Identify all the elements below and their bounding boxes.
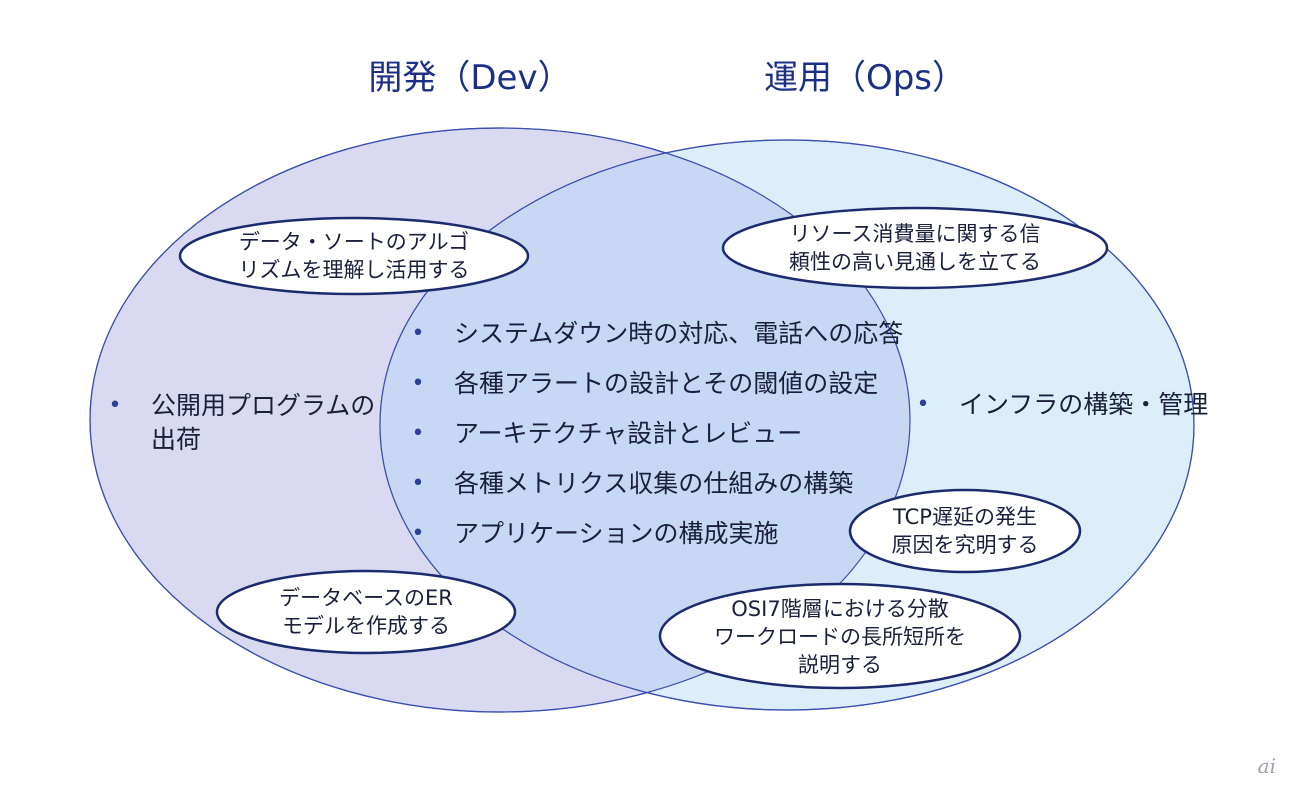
bullet-dot: •: [411, 421, 425, 446]
bullet-dot: •: [916, 392, 930, 417]
bullet-dot: •: [411, 521, 425, 546]
bullet-dot: •: [108, 393, 122, 418]
bullet-item: • 公開用プログラムの 出荷: [108, 391, 376, 454]
oval-dev-algorithm-text: データ・ソートのアルゴ リズムを理解し活用する: [238, 230, 470, 282]
oval-ops-tcp: [848, 488, 1082, 574]
oval-ops-osi-text: OSI7階層における分散 ワークロードの長所短所を 説明する: [714, 597, 966, 677]
oval-ops-resource: [721, 206, 1109, 290]
bullet-item: •システムダウン時の対応、電話への応答: [411, 319, 904, 348]
dev-title: 開発（Dev）: [368, 58, 572, 98]
bullet-item: •各種アラートの設計とその閾値の設定: [411, 369, 879, 398]
bullet-dot: •: [411, 321, 425, 346]
overlap-region: [380, 140, 910, 710]
oval-dev-er-model: [215, 569, 517, 655]
bullet-item: • インフラの構築・管理: [916, 390, 1209, 419]
oval-dev-algorithm: [178, 216, 530, 296]
bullet-item: •アーキテクチャ設計とレビュー: [411, 419, 803, 448]
bullet-item: •アプリケーションの構成実施: [411, 519, 779, 548]
oval-ops-tcp-text: TCP遅延の発生 原因を究明する: [891, 505, 1039, 557]
bullet-dot: •: [411, 371, 425, 396]
bullet-item: •各種メトリクス収集の仕組みの構築: [411, 469, 854, 498]
watermark-logo: ai: [1257, 754, 1276, 778]
ops-only-bullets: • インフラの構築・管理: [915, 389, 1209, 420]
bullet-dot: •: [411, 471, 425, 496]
shared-bullets: •システムダウン時の対応、電話への応答 •各種アラートの設計とその閾値の設定 •…: [410, 318, 904, 568]
ops-title: 運用（Ops）: [763, 58, 967, 98]
oval-ops-resource-text: リソース消費量に関する信 頼性の高い見通しを立てる: [789, 222, 1041, 274]
oval-dev-er-model-text: データベースのER モデルを作成する: [279, 586, 453, 638]
oval-ops-osi: [658, 582, 1022, 690]
dev-only-bullets: • 公開用プログラムの 出荷: [107, 389, 376, 457]
